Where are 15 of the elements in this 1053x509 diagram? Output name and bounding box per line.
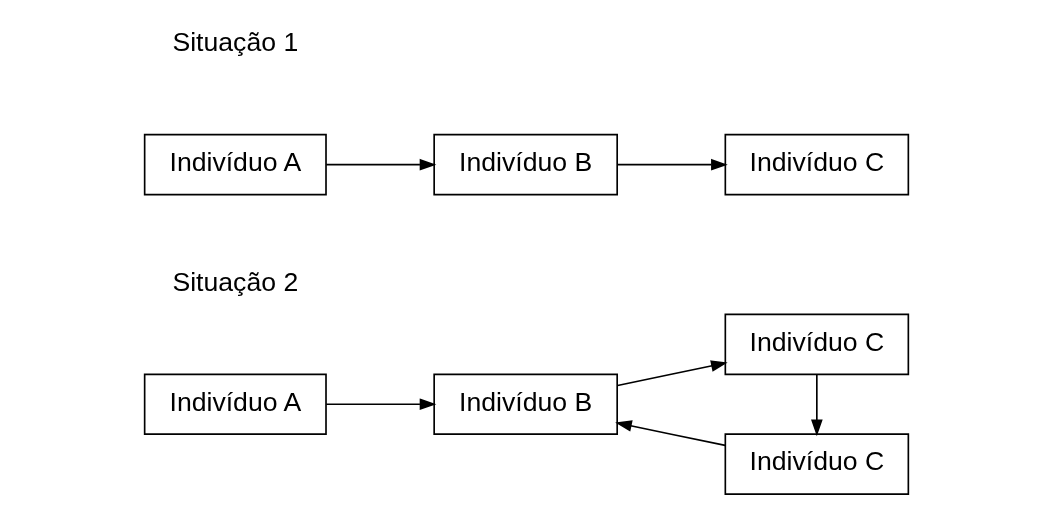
arrow [616, 360, 728, 387]
node-box: Indivíduo A [143, 373, 327, 435]
node-box: Indivíduo C [724, 433, 910, 495]
node-box: Indivíduo C [724, 313, 910, 376]
label: Situação 2 [172, 266, 299, 297]
arrow [615, 420, 727, 447]
node-box: Indivíduo A [143, 133, 327, 196]
label: Situação 1 [172, 27, 299, 58]
arrow [811, 373, 823, 437]
arrow [616, 158, 728, 171]
node-box: Indivíduo C [724, 133, 910, 196]
arrow [325, 158, 437, 171]
node-box: Indivíduo B [433, 133, 618, 196]
node-box: Indivíduo B [433, 373, 618, 435]
arrow [325, 398, 437, 411]
